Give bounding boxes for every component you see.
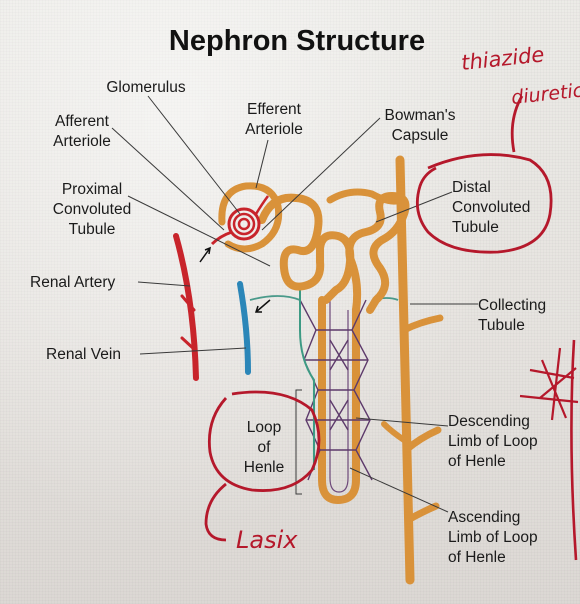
- leader-afferent: [111, 127, 225, 231]
- renal-artery-branch: [180, 294, 197, 352]
- leader-pct: [127, 195, 271, 267]
- loop-of-henle: [318, 296, 360, 505]
- distal-tubule: [345, 192, 410, 314]
- leader-renal-vein: [139, 347, 247, 355]
- label-efferent-line1: Efferent: [247, 101, 302, 118]
- distal-tubule-extension: [326, 188, 404, 205]
- collecting-branch-bottom: [404, 502, 440, 524]
- label-loop-line2: of: [258, 439, 272, 456]
- bowmans-capsule: [218, 182, 283, 253]
- peritubular-vessel: [299, 290, 315, 470]
- label-collecting-line2: Tubule: [478, 317, 525, 334]
- thiazide-bracket: [510, 95, 524, 153]
- leader-dct: [375, 191, 453, 223]
- dct-annotation-circle: [415, 153, 553, 254]
- label-dct-line1: Distal: [452, 179, 491, 196]
- label-ascending-line3: of Henle: [448, 549, 506, 566]
- leader-renal-artery: [137, 281, 191, 287]
- capillary-network: [299, 299, 373, 481]
- leader-bowmans: [261, 117, 381, 231]
- label-afferent-line2: Arteriole: [53, 133, 111, 150]
- label-ascending-line2: Limb of Loop: [448, 529, 538, 546]
- label-descending-line3: of Henle: [448, 453, 506, 470]
- label-pct-line3: Tubule: [69, 221, 116, 238]
- leader-efferent: [255, 139, 269, 189]
- label-dct-line3: Tubule: [452, 219, 499, 236]
- leader-glomerulus: [147, 95, 241, 215]
- collecting-duct: [395, 155, 415, 585]
- collecting-branch-lower: [402, 426, 442, 454]
- artery-flow-arrow: [199, 246, 211, 263]
- collecting-branch-upper: [400, 314, 444, 334]
- right-edge-mark: [570, 339, 578, 561]
- loop-bracket: [295, 389, 302, 495]
- label-loop-line3: Henle: [244, 459, 285, 476]
- label-loop-line1: Loop: [247, 419, 281, 436]
- label-descending-line1: Descending: [448, 413, 530, 430]
- star-scribble: [519, 347, 579, 421]
- label-descending-line2: Limb of Loop: [448, 433, 538, 450]
- label-renal-vein: Renal Vein: [46, 346, 121, 363]
- annotation-lasix: Lasix: [236, 526, 298, 554]
- label-ascending-line1: Ascending: [448, 509, 520, 526]
- label-afferent-line1: Afferent: [55, 113, 110, 130]
- annotation-diuretic: diuretic: [510, 80, 580, 109]
- label-dct-line2: Convoluted: [452, 199, 530, 216]
- label-collecting-line1: Collecting: [478, 297, 546, 314]
- afferent-arteriole: [210, 230, 233, 246]
- loop-annotation-circle: [207, 390, 321, 492]
- lasix-bracket: [204, 482, 227, 542]
- label-glomerulus: Glomerulus: [106, 79, 185, 96]
- label-renal-artery: Renal Artery: [30, 274, 116, 291]
- vein-flow-arrow: [254, 299, 271, 313]
- renal-vein: [237, 281, 251, 375]
- glomerulus: [227, 207, 261, 241]
- label-bowmans-line1: Bowman's: [384, 107, 455, 124]
- annotation-thiazide: thiazide: [460, 42, 545, 75]
- loop-inner-line: [329, 300, 349, 493]
- leader-ascending: [349, 467, 449, 513]
- label-bowmans-line2: Capsule: [392, 127, 449, 144]
- efferent-arteriole: [254, 195, 270, 215]
- leader-descending: [355, 417, 449, 427]
- label-pct-line1: Proximal: [62, 181, 122, 198]
- label-efferent-line2: Arteriole: [245, 121, 303, 138]
- diagram-title: Nephron Structure: [169, 25, 425, 57]
- collecting-branch-left: [381, 421, 407, 443]
- label-pct-line2: Convoluted: [53, 201, 131, 218]
